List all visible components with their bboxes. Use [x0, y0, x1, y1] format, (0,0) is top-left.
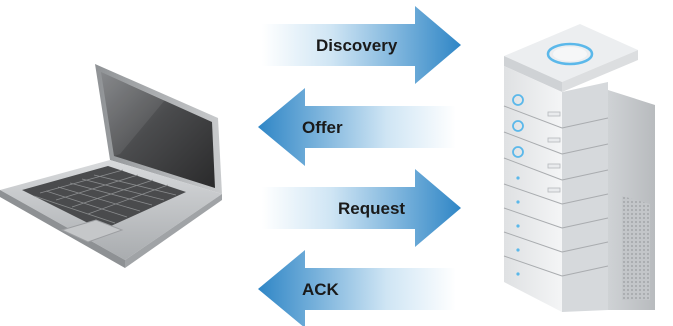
ack-label: ACK: [302, 281, 339, 298]
offer-label: Offer: [302, 119, 343, 136]
server-rack-icon: [490, 20, 670, 320]
discovery-label: Discovery: [316, 37, 397, 54]
request-label: Request: [338, 200, 405, 217]
offer-arrow: [258, 88, 456, 166]
ack-arrow: [258, 250, 456, 326]
